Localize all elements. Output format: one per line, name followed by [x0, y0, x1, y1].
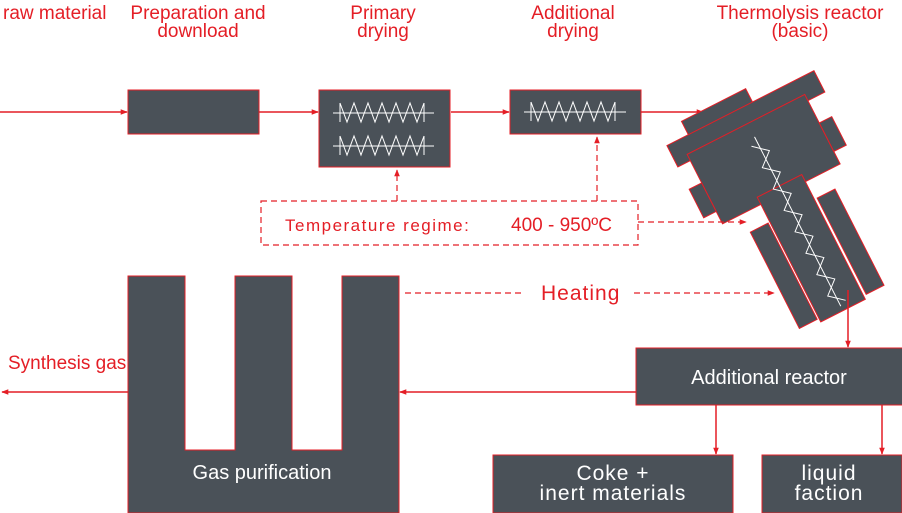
liquid-label-line1: liquid: [801, 462, 856, 485]
primary-drying-block: [318, 89, 451, 168]
coke-block: [492, 454, 734, 513]
primary-drying-label-line1: Primary: [350, 3, 416, 24]
liquid-faction-block: [761, 454, 902, 513]
thermolysis-reactor-label-line1: Thermolysis reactor: [717, 3, 884, 24]
primary-heater-coil-top: [333, 101, 434, 124]
thermolysis-reactor-label-line2: (basic): [771, 21, 828, 42]
primary-heater-coil-bottom: [333, 134, 434, 157]
additional-drying-label-line1: Additional: [531, 3, 614, 24]
temperature-regime-box: [260, 200, 639, 246]
preparation-label-line2: download: [157, 21, 238, 42]
thermolysis-reactor: [666, 70, 885, 330]
temperature-regime-label: Temperature regime:: [285, 216, 470, 235]
additional-drying-label-line2: drying: [547, 21, 599, 42]
additional-heater-coil: [524, 100, 626, 123]
synthesis-gas-label: Synthesis gas: [8, 353, 126, 374]
heating-label: Heating: [541, 282, 620, 305]
preparation-block: [127, 89, 260, 135]
temperature-regime-value: 400 - 950ºC: [511, 215, 612, 236]
primary-drying-label-line2: drying: [357, 21, 409, 42]
liquid-label-line2: faction: [795, 482, 864, 505]
gas-purification-block: [127, 275, 400, 513]
preparation-label-line1: Preparation and: [130, 3, 265, 24]
additional-reactor-block: [635, 347, 902, 406]
coke-label-line2: inert materials: [540, 482, 687, 505]
raw-material-label: raw material: [3, 3, 106, 24]
gas-purification-label: Gas purification: [193, 462, 332, 484]
additional-reactor-label: Additional reactor: [691, 367, 847, 389]
coke-label-line1: Coke +: [576, 462, 649, 485]
reactor-heater-coil: [751, 136, 846, 307]
